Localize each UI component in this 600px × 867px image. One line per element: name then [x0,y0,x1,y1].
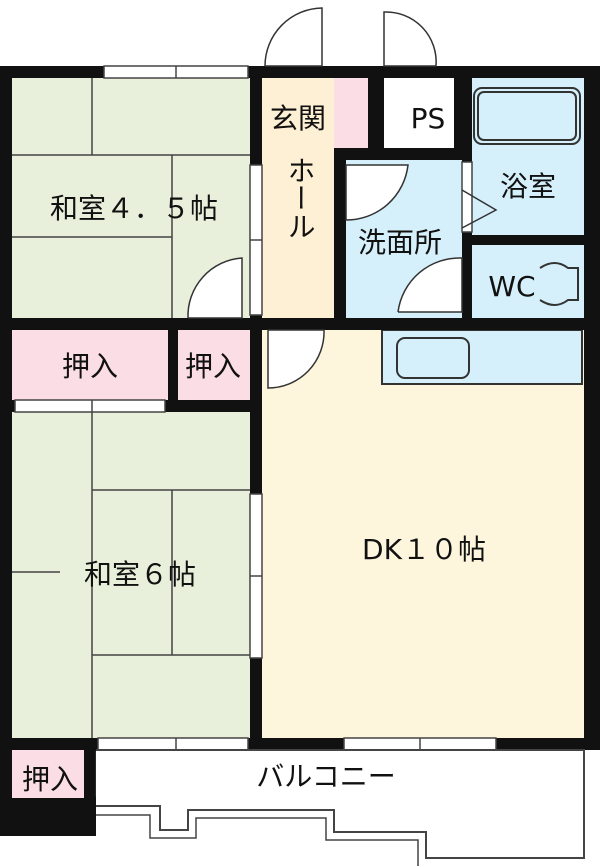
windows [14,65,497,751]
closet-door [187,257,243,319]
label-washitsu-45: 和室４．５帖 [50,192,218,225]
bath-folding-door [461,189,498,229]
balcony-outline [96,749,585,859]
kitchen-sink [396,337,470,379]
tatami-lines [12,78,250,740]
label-balcony: バルコニー [256,760,395,793]
bathtub-inner [477,91,577,141]
label-ps: PS [411,102,446,135]
room-wc-fill [470,243,584,318]
toilet-icon [539,262,579,306]
fixtures [381,87,583,385]
room-genkan-fill [262,78,334,150]
label-oshiire-bottom: 押入 [22,763,78,796]
closet-upper-mid-fill [178,328,250,400]
room-dk-fill [262,328,584,738]
room-hall-fill [262,150,342,320]
entry-door-left [264,7,323,67]
hall-dk-door [267,329,325,389]
label-washitsu-6: 和室６帖 [84,558,196,591]
label-oshiire-left: 押入 [62,350,118,383]
closet-upper-left-fill [12,328,168,400]
label-senmenjo: 洗面所 [358,226,442,259]
label-oshiire-mid: 押入 [185,350,241,383]
label-wc: WC [488,270,535,303]
wc-door [397,257,463,313]
label-yokushitsu: 浴室 [500,170,556,203]
entry-door-right [383,11,437,67]
label-genkan: 玄関 [270,102,326,135]
label-dk: DK１０帖 [362,533,486,566]
room-washitsu-6-fill [12,412,250,740]
genkan-pink-strip [334,78,368,150]
bathtub [473,87,581,145]
balcony-inner [96,814,419,866]
closet-bottom-fill [12,750,92,800]
label-hall: ホール [284,156,317,240]
room-yokushitsu-fill [470,78,584,236]
senmenjo-door [345,164,409,221]
